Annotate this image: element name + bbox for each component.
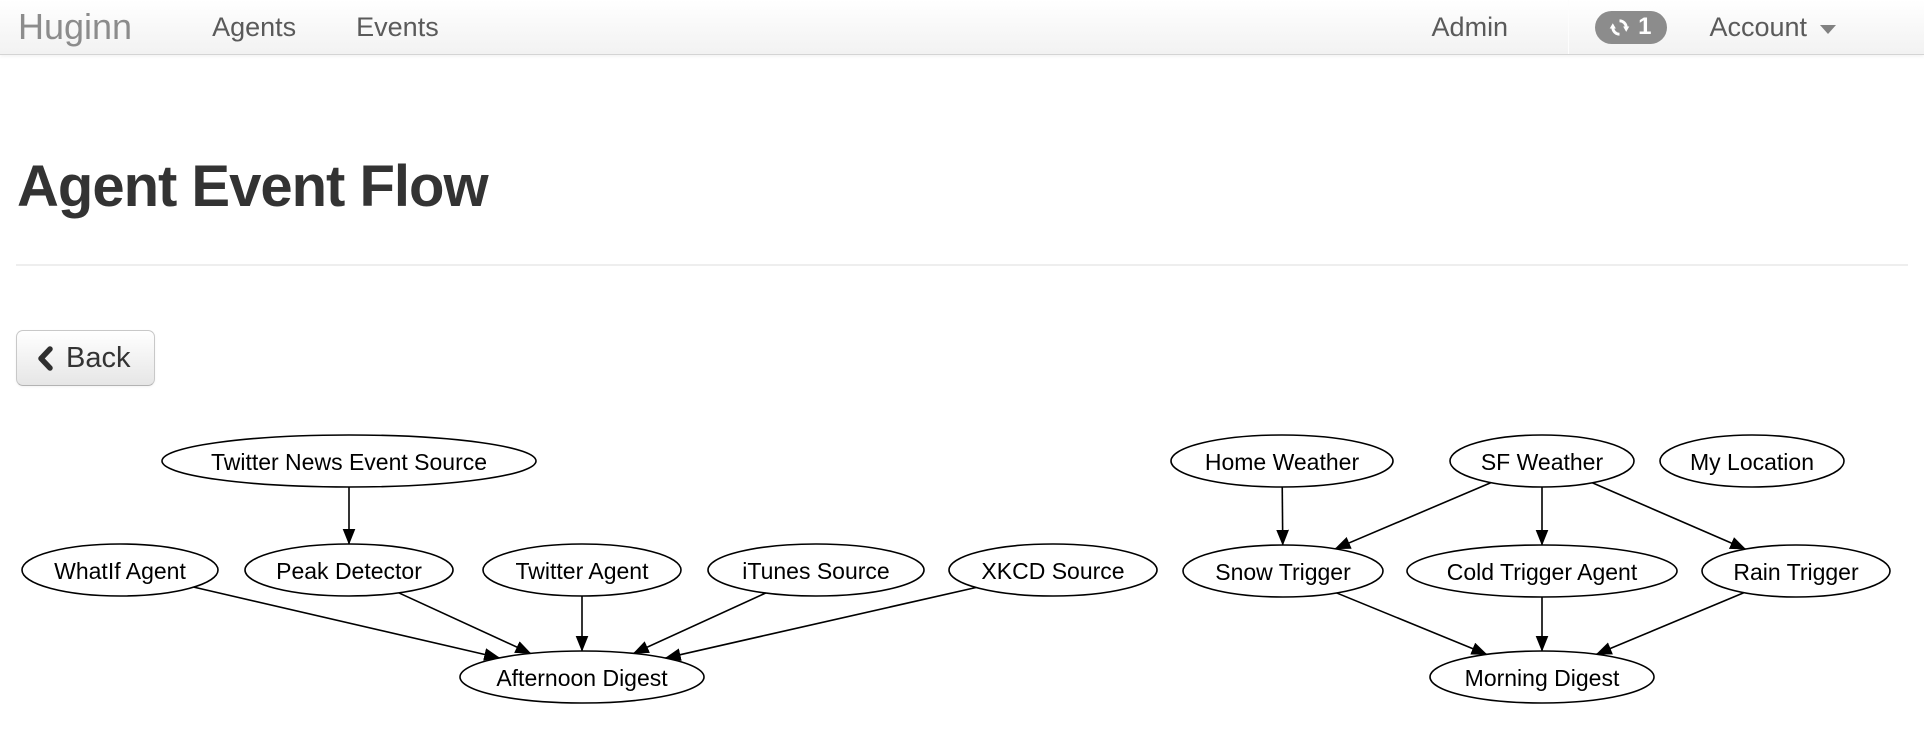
graph-node-label-xkcd_source: XKCD Source — [981, 558, 1124, 584]
graph-node-label-whatif_agent: WhatIf Agent — [54, 558, 186, 584]
graph-node-home_weather — [1170, 434, 1394, 488]
graph-node-label-snow_trigger: Snow Trigger — [1215, 559, 1351, 585]
chevron-down-icon — [1820, 24, 1836, 34]
refresh-icon — [1608, 16, 1631, 39]
navbar-divider — [1568, 0, 1570, 54]
nav-item-agents[interactable]: Agents — [212, 11, 297, 42]
graph-node-xkcd_source — [948, 543, 1158, 597]
graph-node-whatif_agent — [21, 543, 219, 597]
graph-edge-whatif_agent-to-afternoon_digest — [193, 586, 501, 661]
graph-node-label-peak_detector: Peak Detector — [276, 558, 422, 584]
divider — [16, 264, 1908, 266]
graph-edge-rain_trigger-to-morning_digest — [1595, 591, 1745, 656]
graph-node-label-home_weather: Home Weather — [1205, 449, 1360, 475]
graph-node-my_location — [1659, 434, 1845, 488]
chevron-left-icon — [37, 345, 54, 372]
graph-node-label-morning_digest: Morning Digest — [1465, 665, 1620, 691]
graph-node-itunes_source — [707, 543, 925, 597]
back-button-label: Back — [66, 341, 131, 374]
account-label: Account — [1709, 11, 1807, 42]
graph-node-label-twitter_agent: Twitter Agent — [516, 558, 650, 584]
graph-node-label-sf_weather: SF Weather — [1481, 449, 1604, 475]
graph-node-label-afternoon_digest: Afternoon Digest — [496, 665, 668, 691]
graph-edge-sf_weather-to-snow_trigger — [1334, 481, 1492, 550]
event-count-badge[interactable]: 1 — [1595, 10, 1668, 44]
graph-node-rain_trigger — [1701, 544, 1891, 598]
main-nav: Agents Events — [182, 0, 469, 54]
back-button[interactable]: Back — [16, 330, 156, 386]
page-title: Agent Event Flow — [17, 154, 489, 219]
brand-link[interactable]: Huginn — [18, 6, 133, 47]
nav-item-events[interactable]: Events — [356, 11, 439, 42]
graph-node-label-my_location: My Location — [1690, 449, 1814, 475]
account-dropdown[interactable]: Account — [1709, 12, 1836, 43]
graph-node-label-twitter_news: Twitter News Event Source — [211, 449, 487, 475]
nav-item-admin[interactable]: Admin — [1431, 11, 1509, 42]
navbar: Huginn Agents Events Admin 1 Account — [0, 0, 1924, 55]
graph-edge-snow_trigger-to-morning_digest — [1336, 592, 1488, 656]
graph-edge-peak_detector-to-afternoon_digest — [398, 592, 532, 655]
event-count: 1 — [1638, 13, 1652, 40]
navbar-right: Admin 1 Account — [1402, 0, 1924, 54]
graph-node-label-rain_trigger: Rain Trigger — [1733, 559, 1859, 585]
graph-edge-sf_weather-to-rain_trigger — [1591, 482, 1747, 550]
graph-node-label-itunes_source: iTunes Source — [742, 558, 889, 584]
graph-edge-itunes_source-to-afternoon_digest — [632, 592, 767, 655]
graph-edge-home_weather-to-snow_trigger — [1276, 486, 1290, 546]
graph-edge-xkcd_source-to-afternoon_digest — [664, 586, 977, 661]
graph-node-label-cold_trigger: Cold Trigger Agent — [1447, 559, 1638, 585]
